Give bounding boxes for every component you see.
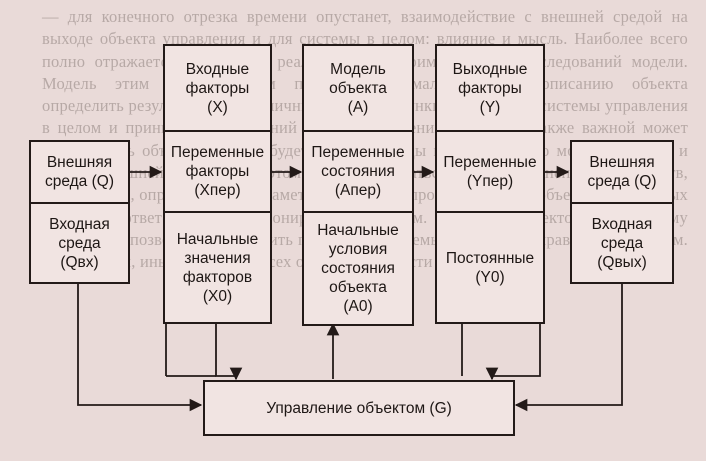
outputs-top-line3: (Y) xyxy=(479,98,501,116)
box-input-env: Входная среда (Qвх) xyxy=(29,203,130,284)
model-bottom-line3: состояния xyxy=(321,260,395,277)
inputs-top-line2: факторы xyxy=(185,79,250,97)
inputs-bottom-line3: факторов xyxy=(182,268,253,286)
inputs-top-line3: (X) xyxy=(207,98,228,116)
inputs-bottom-line4: (X0) xyxy=(202,287,233,305)
box-output-env: Входная среда (Qвых) xyxy=(570,203,674,284)
model-bottom-line4: объекта xyxy=(329,279,387,296)
model-mid-line3: (Aпер) xyxy=(334,182,382,199)
outputs-bottom-line1: Постоянные xyxy=(445,249,535,267)
outputs-top-line1: Выходные xyxy=(452,60,528,78)
model-bottom-line2: условия xyxy=(328,241,388,258)
box-object-model: Модель объекта (A) xyxy=(302,44,414,132)
env-out-top-line2: среда (Q) xyxy=(587,173,657,190)
model-top-line3: (A) xyxy=(347,98,369,116)
inputs-bottom-line2: значения xyxy=(184,249,251,267)
box-input-factors: Входные факторы (X) xyxy=(163,44,272,132)
env-in-top-line1: Внешняя xyxy=(46,154,113,171)
env-in-bottom-line2: среда xyxy=(58,234,101,252)
inputs-top-line1: Входные xyxy=(185,60,250,78)
box-variable-outputs: Переменные (Yпер) xyxy=(435,131,545,213)
box-output-factors: Выходные факторы (Y) xyxy=(435,44,545,132)
model-bottom-line1: Начальные xyxy=(317,222,399,239)
outputs-mid-line2: (Yпер) xyxy=(466,172,514,190)
env-out-top-line1: Внешняя xyxy=(589,154,655,171)
outputs-top-line2: факторы xyxy=(458,79,522,97)
env-out-bottom-line1: Входная xyxy=(591,215,653,233)
box-object-control: Управление объектом (G) xyxy=(203,380,515,436)
env-out-bottom-line2: среда xyxy=(600,234,644,252)
box-variable-states: Переменные состояния (Aпер) xyxy=(302,131,414,213)
model-bottom-line5: (A0) xyxy=(343,298,373,315)
inputs-bottom-line1: Начальные xyxy=(176,230,259,248)
model-mid-line2: состояния xyxy=(321,163,395,180)
box-external-env-in: Внешняя среда (Q) xyxy=(29,140,130,204)
env-in-top-line2: среда (Q) xyxy=(44,173,114,190)
arrow-envout-to-control xyxy=(514,283,623,412)
inputs-mid-line1: Переменные xyxy=(170,144,265,161)
box-external-env-out: Внешняя среда (Q) xyxy=(570,140,674,204)
model-top-line2: объекта xyxy=(329,79,387,97)
inputs-mid-line3: (Xпер) xyxy=(194,182,241,199)
model-top-line1: Модель xyxy=(330,60,386,78)
arrow-envin-to-control xyxy=(77,283,203,412)
env-in-bottom-line3: (Qвх) xyxy=(60,253,99,271)
box-initial-factor-values: Начальные значения факторов (X0) xyxy=(163,212,272,324)
arrow-inputs-to-control xyxy=(215,322,243,381)
box-constant-outputs: Постоянные (Y0) xyxy=(435,212,545,324)
box-variable-factors: Переменные факторы (Xпер) xyxy=(163,131,272,213)
arrow-outputs-to-control xyxy=(485,322,541,381)
inputs-mid-line2: факторы xyxy=(185,163,250,180)
box-initial-conditions: Начальные условия состояния объекта (A0) xyxy=(302,212,414,326)
env-out-bottom-line3: (Qвых) xyxy=(597,253,647,271)
env-in-bottom-line1: Входная xyxy=(49,215,110,233)
model-mid-line1: Переменные xyxy=(311,144,405,161)
control-label: Управление объектом (G) xyxy=(266,399,452,417)
outputs-mid-line1: Переменные xyxy=(443,153,537,171)
outputs-bottom-line2: (Y0) xyxy=(475,268,505,286)
